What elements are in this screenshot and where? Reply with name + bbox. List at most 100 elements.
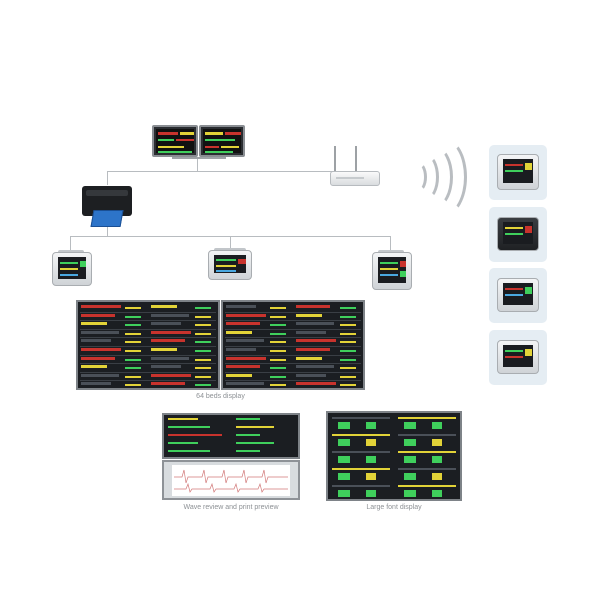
bed-status-bar bbox=[151, 305, 177, 308]
bed-status-bar bbox=[151, 322, 181, 326]
large-vital-value bbox=[404, 473, 416, 480]
network-link-printer-drop bbox=[107, 171, 108, 185]
large-vital-value bbox=[366, 456, 376, 463]
bed-vital-value bbox=[195, 358, 211, 361]
wireless-monitor-tile-3 bbox=[489, 268, 547, 323]
network-link-printer bbox=[107, 171, 198, 172]
patient-monitor-icon bbox=[208, 250, 252, 280]
large-vital-value bbox=[432, 490, 442, 497]
central-station-monitor-right bbox=[199, 125, 245, 157]
wave-trace bbox=[168, 442, 198, 444]
bed-status-bar bbox=[151, 339, 185, 343]
bed-status-bar bbox=[226, 373, 252, 377]
network-link-printer-to-bus bbox=[107, 226, 108, 237]
bed-status-bar bbox=[296, 365, 334, 369]
network-link-bed1 bbox=[70, 236, 71, 250]
bed-header-bar bbox=[332, 451, 390, 453]
bed-header-bar bbox=[398, 485, 456, 487]
bed-vital-value bbox=[125, 367, 141, 370]
bed-vital-value bbox=[270, 332, 286, 335]
bed-header-bar bbox=[398, 434, 456, 436]
bed-vital-value bbox=[270, 367, 286, 370]
bed-row-divider bbox=[225, 346, 361, 347]
bed-vital-value bbox=[270, 358, 286, 361]
patient-monitor-icon bbox=[497, 278, 539, 312]
central-station-stand bbox=[172, 157, 226, 159]
large-vital-value bbox=[338, 422, 350, 429]
print-preview-waveform bbox=[174, 469, 288, 493]
bed-vital-value bbox=[195, 324, 211, 327]
bed-status-bar bbox=[151, 356, 189, 360]
bed-status-bar bbox=[81, 313, 115, 317]
network-link-bed2 bbox=[230, 236, 231, 248]
wave-review-caption: Wave review and print preview bbox=[183, 504, 279, 511]
wireless-monitor-tile-2 bbox=[489, 207, 547, 262]
large-vital-value bbox=[338, 473, 350, 480]
bed-vital-value bbox=[340, 332, 356, 335]
bed-status-bar bbox=[81, 322, 107, 326]
bed-row-divider bbox=[80, 346, 216, 347]
bed-status-bar bbox=[81, 365, 107, 369]
large-vital-value bbox=[338, 490, 350, 497]
bed-status-bar bbox=[226, 365, 260, 369]
large-vital-value bbox=[366, 473, 376, 480]
bed-status-bar bbox=[296, 348, 330, 351]
patient-monitor-icon bbox=[497, 154, 539, 190]
bed-header-bar bbox=[332, 468, 390, 470]
large-vital-value bbox=[338, 456, 350, 463]
bed-status-bar bbox=[151, 330, 191, 334]
large-vital-value bbox=[432, 422, 442, 429]
bed-vital-value bbox=[125, 384, 141, 387]
large-vital-value bbox=[366, 490, 376, 497]
bed-vital-value bbox=[195, 332, 211, 335]
bed-row-divider bbox=[225, 371, 361, 373]
bed-header-bar bbox=[398, 451, 456, 453]
bed-status-bar bbox=[226, 305, 256, 308]
bed-status-bar bbox=[151, 313, 189, 317]
bed-vital-value bbox=[270, 350, 286, 352]
large-vital-value bbox=[338, 439, 350, 446]
bed-vital-value bbox=[125, 350, 141, 352]
bed-vital-value bbox=[125, 375, 141, 378]
network-link-central-router bbox=[197, 171, 335, 172]
bed-vital-value bbox=[125, 341, 141, 344]
network-link-bed3 bbox=[390, 236, 391, 250]
bed-row-divider bbox=[225, 337, 361, 339]
bed-status-bar bbox=[296, 356, 322, 360]
bed-row-divider bbox=[80, 363, 216, 365]
bed-vital-value bbox=[340, 358, 356, 361]
bed-row-divider bbox=[80, 320, 216, 322]
large-vital-value bbox=[404, 456, 416, 463]
bed-status-bar bbox=[151, 365, 181, 369]
bed-vital-value bbox=[270, 307, 286, 309]
bed-status-bar bbox=[81, 356, 115, 360]
patient-monitor-icon bbox=[372, 252, 412, 290]
wave-trace bbox=[236, 450, 260, 452]
bed-vital-value bbox=[195, 375, 211, 378]
bed-vital-value bbox=[125, 315, 141, 318]
bed-vital-value bbox=[340, 384, 356, 387]
bed-vital-value bbox=[340, 341, 356, 344]
bed-vital-value bbox=[125, 324, 141, 327]
large-vital-value bbox=[404, 422, 416, 429]
bed-row-divider bbox=[225, 380, 361, 382]
large-vital-value bbox=[432, 473, 442, 480]
bed-status-bar bbox=[296, 305, 330, 308]
bed-vital-value bbox=[340, 367, 356, 370]
bed-status-bar bbox=[296, 322, 334, 326]
bed-status-bar bbox=[296, 373, 326, 377]
bed-status-bar bbox=[81, 373, 119, 377]
bed-vital-value bbox=[195, 307, 211, 309]
network-link-central-drop bbox=[197, 158, 198, 172]
wireless-monitor-tile-1 bbox=[489, 145, 547, 200]
bed-row-divider bbox=[80, 380, 216, 382]
bed-vital-value bbox=[270, 324, 286, 327]
bed-status-bar bbox=[81, 305, 121, 308]
bed-vital-value bbox=[270, 375, 286, 378]
large-vital-value bbox=[404, 439, 416, 446]
large-vital-value bbox=[404, 490, 416, 497]
wave-trace bbox=[168, 426, 210, 428]
bed-row-divider bbox=[80, 354, 216, 356]
bed-row-divider bbox=[80, 311, 216, 313]
bed-status-bar bbox=[151, 382, 185, 386]
